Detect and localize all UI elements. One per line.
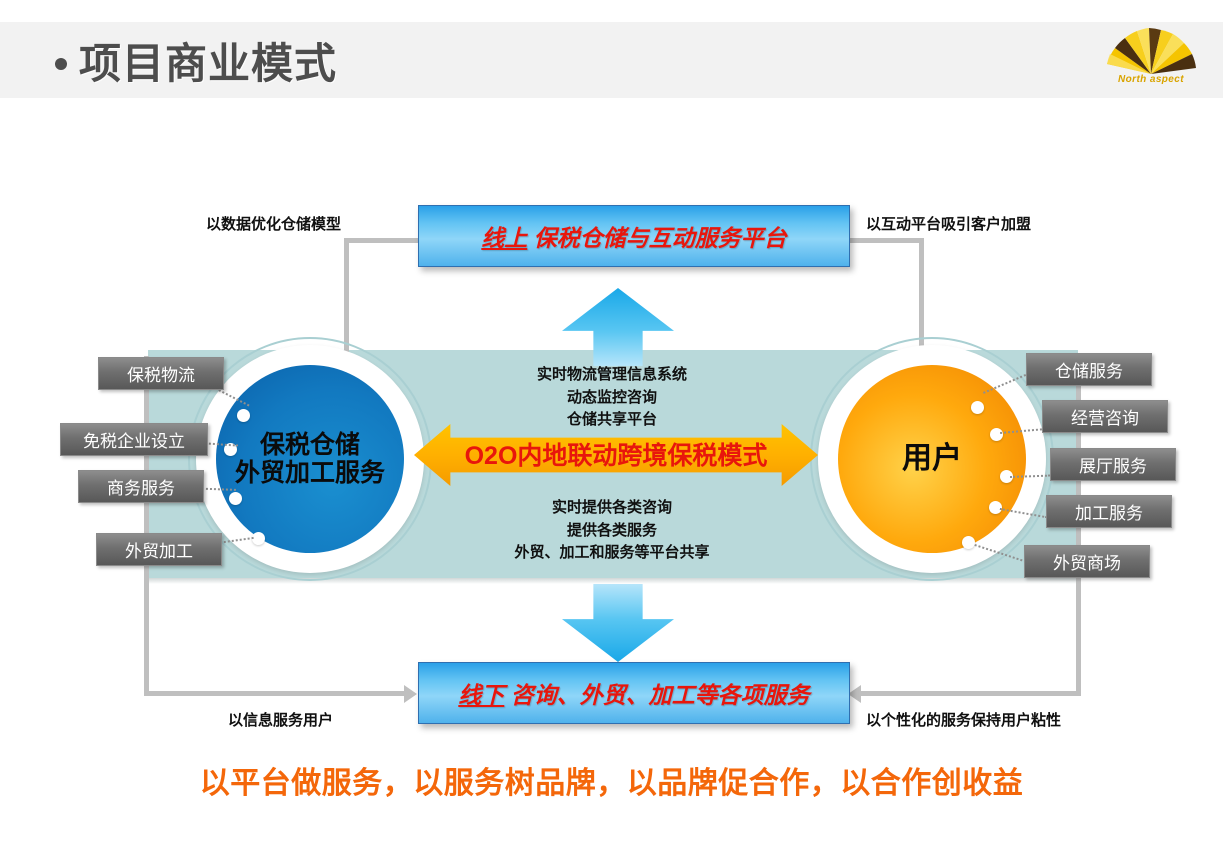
o2o-arrow-label: O2O内地联动跨境保税模式 bbox=[464, 442, 768, 470]
offline-services-banner[interactable]: 线下 咨询、外贸、加工等各项服务 bbox=[418, 662, 850, 724]
left-circle-label-1: 保税仓储 bbox=[259, 430, 360, 459]
center-lower-line: 提供各类服务 bbox=[566, 521, 657, 539]
chip-label: 外贸商场 bbox=[1053, 554, 1121, 573]
chip-waimao-jiagong[interactable]: 外贸加工 bbox=[96, 533, 222, 566]
left-circle-dot bbox=[237, 409, 250, 422]
annotation-top-right: 以互动平台吸引客户加盟 bbox=[866, 216, 1032, 233]
chip-label: 免税企业设立 bbox=[83, 432, 185, 451]
footer-slogan: 以平台做服务，以服务树品牌，以品牌促合作，以合作创收益 bbox=[199, 767, 1024, 800]
left-circle-dot bbox=[229, 492, 242, 505]
right-circle-dot bbox=[971, 401, 984, 414]
annotation-bottom-left: 以信息服务用户 bbox=[228, 712, 334, 729]
offline-services-banner-text: 线下 咨询、外贸、加工等各项服务 bbox=[458, 676, 809, 710]
left-circle-dot bbox=[252, 532, 265, 545]
online-platform-banner-text: 线上 保税仓储与互动服务平台 bbox=[481, 219, 786, 253]
chip-label: 展厅服务 bbox=[1079, 457, 1147, 476]
center-band-shadow bbox=[148, 578, 1078, 584]
right-circle-dot bbox=[989, 501, 1002, 514]
right-circle[interactable]: 用户 bbox=[838, 365, 1026, 553]
header-band bbox=[0, 22, 1223, 100]
offline-suffix: 咨询、外贸、加工等各项服务 bbox=[504, 682, 810, 708]
chip-label: 仓储服务 bbox=[1055, 362, 1123, 381]
chip-cangchu-fuwu[interactable]: 仓储服务 bbox=[1026, 353, 1152, 386]
center-lower-line: 实时提供各类咨询 bbox=[551, 499, 672, 516]
chip-waimao-shangchang[interactable]: 外贸商场 bbox=[1024, 545, 1150, 578]
left-circle-dot bbox=[224, 443, 237, 456]
right-circle-label: 用户 bbox=[902, 441, 962, 475]
left-circle[interactable]: 保税仓储 外贸加工服务 bbox=[216, 365, 404, 553]
bullet-icon bbox=[55, 57, 67, 70]
logo: North aspect bbox=[1091, 18, 1211, 98]
chip-label: 经营咨询 bbox=[1071, 409, 1139, 428]
chip-jingying-zixun[interactable]: 经营咨询 bbox=[1042, 400, 1168, 433]
center-lower-line: 外贸、加工和服务等平台共享 bbox=[514, 544, 710, 561]
center-upper-text: 实时物流管理信息系统 动态监控咨询 仓储共享平台 bbox=[402, 364, 822, 432]
offline-prefix: 线下 bbox=[458, 682, 505, 708]
online-prefix: 线上 bbox=[481, 225, 528, 251]
chip-mianshui-qiye-sheli[interactable]: 免税企业设立 bbox=[60, 423, 208, 456]
down-arrow-icon bbox=[562, 584, 674, 662]
right-circle-dot bbox=[962, 536, 975, 549]
page-title-text: 项目商业模式 bbox=[79, 40, 338, 87]
chip-label: 外贸加工 bbox=[125, 542, 193, 561]
center-upper-line: 实时物流管理信息系统 bbox=[536, 366, 687, 383]
annotation-top-left: 以数据优化仓储模型 bbox=[206, 216, 342, 233]
chip-label: 保税物流 bbox=[127, 366, 195, 385]
north-aspect-fan-icon bbox=[1107, 28, 1196, 74]
chip-label: 加工服务 bbox=[1075, 504, 1143, 523]
page-title: 项目商业模式 bbox=[55, 30, 337, 91]
center-lower-text: 实时提供各类咨询 提供各类服务 外贸、加工和服务等平台共享 bbox=[402, 497, 822, 565]
left-circle-label-2: 外贸加工服务 bbox=[234, 459, 385, 487]
logo-text: North aspect bbox=[1118, 74, 1184, 85]
center-upper-line: 仓储共享平台 bbox=[566, 411, 657, 428]
annotation-bottom-right: 以个性化的服务保持用户粘性 bbox=[866, 712, 1062, 729]
right-circle-dot bbox=[990, 428, 1003, 441]
right-circle-dot bbox=[1000, 470, 1013, 483]
chip-shangwu-fuwu[interactable]: 商务服务 bbox=[78, 470, 204, 503]
chip-baoshui-wuliu[interactable]: 保税物流 bbox=[98, 357, 224, 390]
online-suffix: 保税仓储与互动服务平台 bbox=[527, 225, 787, 251]
chip-label: 商务服务 bbox=[107, 479, 175, 498]
chip-zhanting-fuwu[interactable]: 展厅服务 bbox=[1050, 448, 1176, 481]
online-platform-banner[interactable]: 线上 保税仓储与互动服务平台 bbox=[418, 205, 850, 267]
center-upper-line: 动态监控咨询 bbox=[566, 388, 657, 406]
chip-jiagong-fuwu[interactable]: 加工服务 bbox=[1046, 495, 1172, 528]
